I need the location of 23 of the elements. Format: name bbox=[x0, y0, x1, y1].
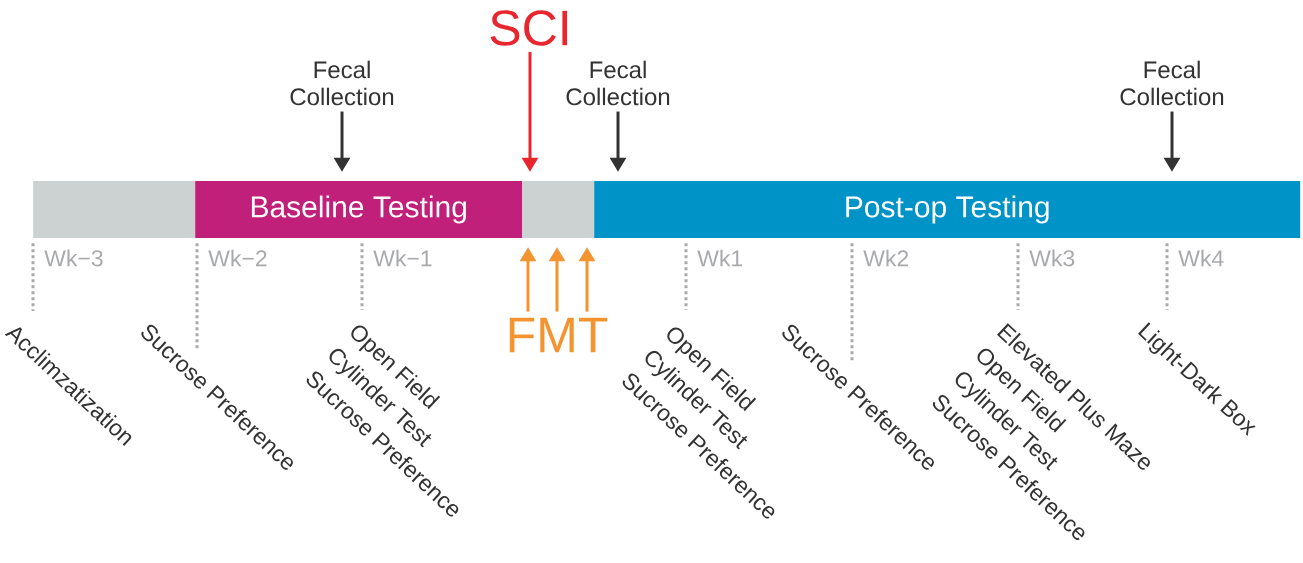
interval-bar bbox=[33, 181, 196, 238]
tick-line bbox=[684, 243, 688, 310]
phase-bar: Baseline Testing bbox=[195, 181, 523, 238]
week-label: Wk3 bbox=[1029, 249, 1075, 267]
event-label: FMT bbox=[509, 317, 608, 353]
week-label: Wk4 bbox=[1178, 249, 1224, 267]
interval-bar bbox=[522, 181, 595, 238]
tick-line bbox=[1016, 243, 1020, 310]
week-label: Wk−2 bbox=[208, 249, 267, 267]
event-label: Fecal Collection bbox=[566, 60, 670, 106]
week-label: Wk−3 bbox=[44, 249, 103, 267]
tick-line bbox=[360, 243, 364, 310]
tick-line bbox=[1165, 243, 1169, 310]
tick-line bbox=[195, 243, 199, 350]
week-label: Wk2 bbox=[863, 249, 909, 267]
event-label: SCI bbox=[490, 10, 568, 46]
week-label: Wk1 bbox=[697, 249, 743, 267]
phase-bar: Post-op Testing bbox=[594, 181, 1301, 238]
week-label: Wk−1 bbox=[373, 249, 432, 267]
event-label: Fecal Collection bbox=[290, 60, 394, 106]
event-label: Fecal Collection bbox=[1120, 60, 1224, 106]
tick-line bbox=[31, 243, 35, 311]
tick-line bbox=[850, 243, 854, 362]
